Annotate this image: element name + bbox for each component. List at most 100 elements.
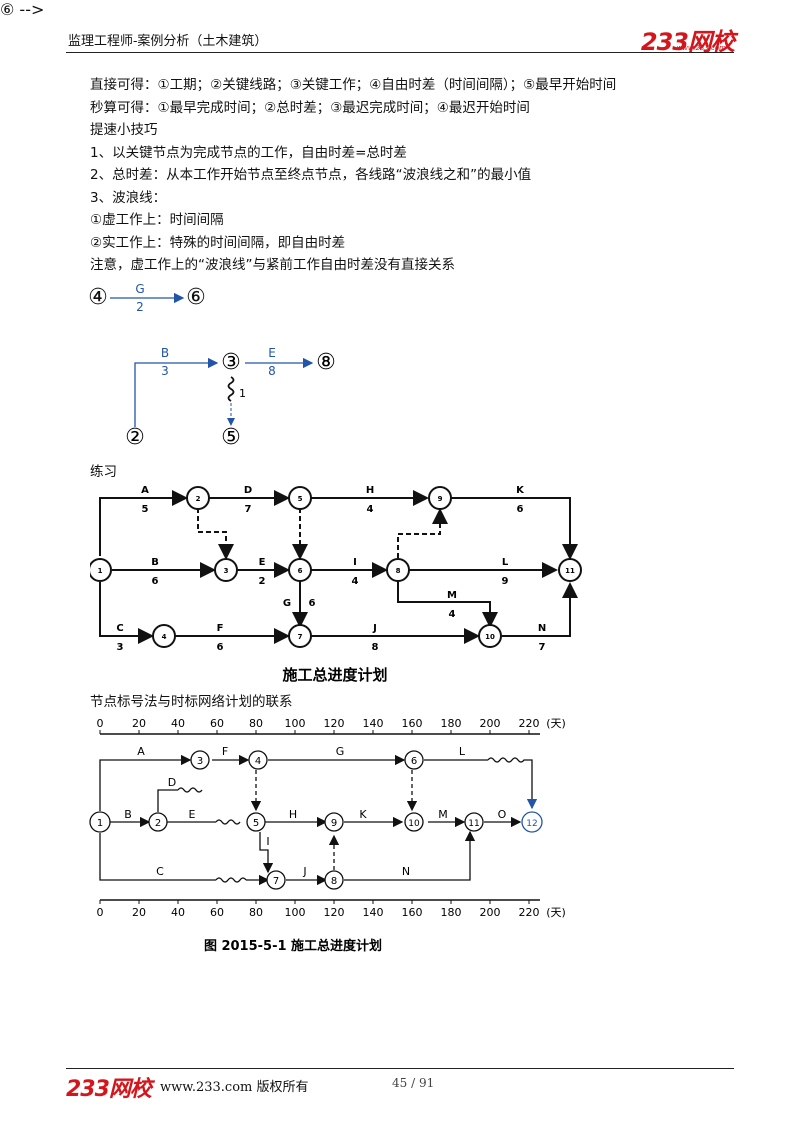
tick-bottom: 200 — [480, 906, 501, 919]
header-rule — [66, 52, 734, 53]
work-label: B — [151, 557, 159, 568]
work-duration: 4 — [449, 609, 456, 620]
ts-work-c — [99, 833, 216, 881]
node-label: 4 — [162, 633, 167, 641]
body-line: 2、总时差：从本工作开始节点至终点节点，各线路“波浪线之和”的最小值 — [90, 167, 532, 183]
footer-copyright: www.233.com 版权所有 — [160, 1080, 309, 1095]
node-6-circle — [288, 558, 312, 582]
work-g-duration: 2 — [136, 300, 144, 314]
ts-node-8 — [324, 870, 344, 890]
work-b-duration: 3 — [161, 364, 169, 378]
work-label: D — [244, 485, 252, 496]
work-duration: 9 — [502, 576, 509, 587]
ts-node-label: 9 — [331, 818, 337, 829]
tick-bottom: 160 — [402, 906, 423, 919]
ts-node-4 — [248, 750, 268, 770]
work-label: F — [217, 623, 224, 634]
node-10-circle — [478, 624, 502, 648]
node-3: ③ — [221, 350, 241, 375]
tick-bottom: 220 — [519, 906, 540, 919]
work-label: A — [141, 485, 149, 496]
body-line: 1、以关键节点为完成节点的工作，自由时差=总时差 — [90, 144, 407, 161]
work-label: C — [116, 623, 123, 634]
tick-bottom: 0 — [97, 906, 104, 919]
ts-work-d — [157, 789, 178, 812]
brand-logo-url: www.233.com — [676, 44, 727, 52]
dummy-8-9 — [397, 508, 448, 558]
node-label: 9 — [438, 495, 443, 503]
ts-node-6 — [404, 750, 424, 770]
ts-wave-l — [487, 757, 538, 810]
work-m-arrow — [397, 580, 498, 628]
work-duration: 6 — [217, 642, 224, 653]
timescale-label: 节点标号法与时标网络计划的联系 — [90, 694, 293, 710]
node-5-circle — [288, 486, 312, 510]
work-duration: 6 — [152, 576, 159, 587]
ts-work-i — [259, 832, 274, 874]
work-duration: 6 — [309, 598, 316, 609]
ts-node-3 — [190, 750, 210, 770]
ts-node-label: 6 — [411, 756, 417, 767]
work-n-arrow — [502, 582, 578, 637]
node-label: 7 — [298, 633, 303, 641]
work-label: L — [502, 557, 509, 568]
ts-work-label: J — [302, 865, 306, 878]
diagram-wave-example: ③ ⑧ ② ⑤ B 3 E 8 1 — [125, 346, 336, 450]
node-label: 6 — [298, 567, 303, 575]
tick-top: 40 — [171, 717, 185, 730]
work-duration: 7 — [245, 504, 252, 515]
brand-logo: 233网校 — [640, 28, 735, 56]
body-line: 秒算可得：①最早完成时间；②总时差；③最迟完成时间；④最迟开始时间 — [90, 99, 530, 116]
node-8: ⑧ — [316, 350, 336, 375]
ts-work-label: O — [498, 808, 507, 821]
work-duration: 7 — [539, 642, 546, 653]
tick-bottom: 120 — [324, 906, 345, 919]
body-line: 注意，虚工作上的“波浪线”与紧前工作自由时差没有直接关系 — [90, 257, 455, 273]
work-b-arrow — [134, 357, 219, 427]
tick-top: 160 — [402, 717, 423, 730]
ts-node-label: 4 — [255, 756, 261, 767]
work-duration: 3 — [117, 642, 124, 653]
ts-work-a — [99, 754, 192, 811]
node-2-circle — [186, 486, 210, 510]
tick-bottom: 140 — [363, 906, 384, 919]
body-text: 直接可得：①工期；②关键线路；③关键工作；④自由时差（时间间隔）；⑤最早开始时间… — [90, 74, 616, 277]
ts-node-12 — [521, 811, 543, 833]
ts-work-n — [344, 830, 476, 881]
node-6: ⑥ — [186, 285, 206, 310]
tick-top: 180 — [441, 717, 462, 730]
tick-bottom: 100 — [285, 906, 306, 919]
work-label: G — [283, 598, 291, 609]
ts-wave-d — [177, 787, 203, 793]
body-line: 直接可得：①工期；②关键线路；③关键工作；④自由时差（时间间隔）；⑤最早开始时间 — [90, 77, 617, 93]
ts-work-label: N — [402, 865, 410, 878]
page-header-title: 监理工程师-案例分析（土木建筑） — [68, 34, 268, 49]
ts-node-label: 7 — [273, 876, 279, 887]
tick-top: 200 — [480, 717, 501, 730]
ts-node-label: 10 — [408, 819, 420, 829]
ts-work-label: M — [438, 808, 448, 821]
body-line: 3、波浪线： — [90, 189, 167, 206]
ts-work-label: B — [124, 808, 132, 821]
ts-node-5 — [246, 812, 266, 832]
node-label: 5 — [298, 495, 303, 503]
body-line: 提速小技巧 — [90, 122, 158, 138]
ts-work-label: E — [189, 808, 196, 821]
node-4-circle — [152, 624, 176, 648]
tick-top: 60 — [210, 717, 224, 730]
ts-work-label: A — [137, 745, 145, 758]
tick-top: 220 — [519, 717, 540, 730]
practice-network-diagram: 1 2 3 4 5 6 7 8 9 10 11 A 5 D 7 H 4 K 6 … — [90, 485, 582, 684]
work-label: H — [366, 485, 374, 496]
tick-top: 0 — [97, 717, 104, 730]
ts-work-label: I — [266, 835, 269, 848]
work-duration: 5 — [142, 504, 149, 515]
node-7-circle — [288, 624, 312, 648]
ts-work-label: G — [336, 745, 345, 758]
ts-node-11 — [464, 812, 484, 832]
work-duration: 4 — [352, 576, 359, 587]
footer-logo: 233网校 — [66, 1077, 152, 1102]
work-label: J — [372, 623, 377, 634]
ts-work-label: L — [459, 745, 466, 758]
ts-node-label: 2 — [155, 818, 161, 829]
